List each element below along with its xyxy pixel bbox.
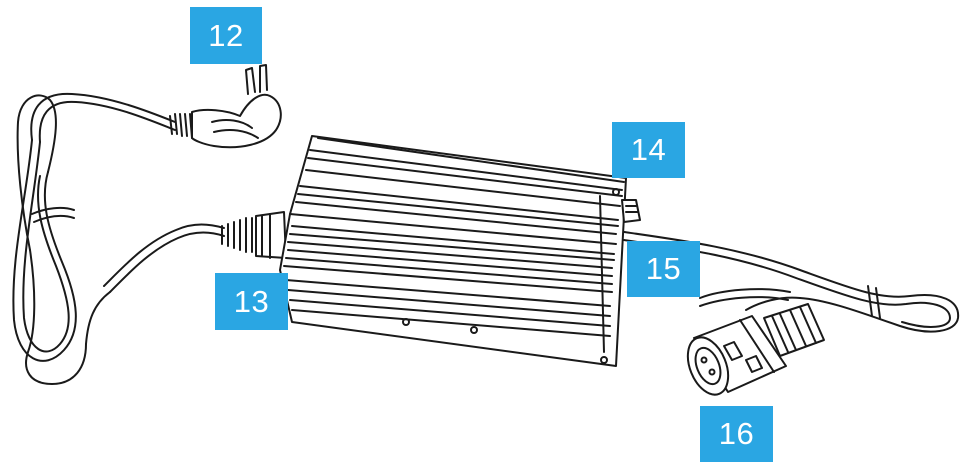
callout-15: 15 bbox=[627, 241, 700, 297]
callout-12: 12 bbox=[190, 7, 262, 64]
wall-plug bbox=[169, 64, 282, 149]
input-connector bbox=[221, 211, 287, 259]
power-cord bbox=[12, 92, 225, 385]
callout-13: 13 bbox=[215, 273, 288, 330]
callout-14: 14 bbox=[612, 122, 685, 178]
status-indicator bbox=[621, 199, 641, 223]
charger-housing bbox=[279, 135, 627, 367]
output-connector bbox=[686, 303, 825, 396]
output-cable bbox=[623, 231, 960, 333]
callout-16: 16 bbox=[700, 406, 773, 462]
